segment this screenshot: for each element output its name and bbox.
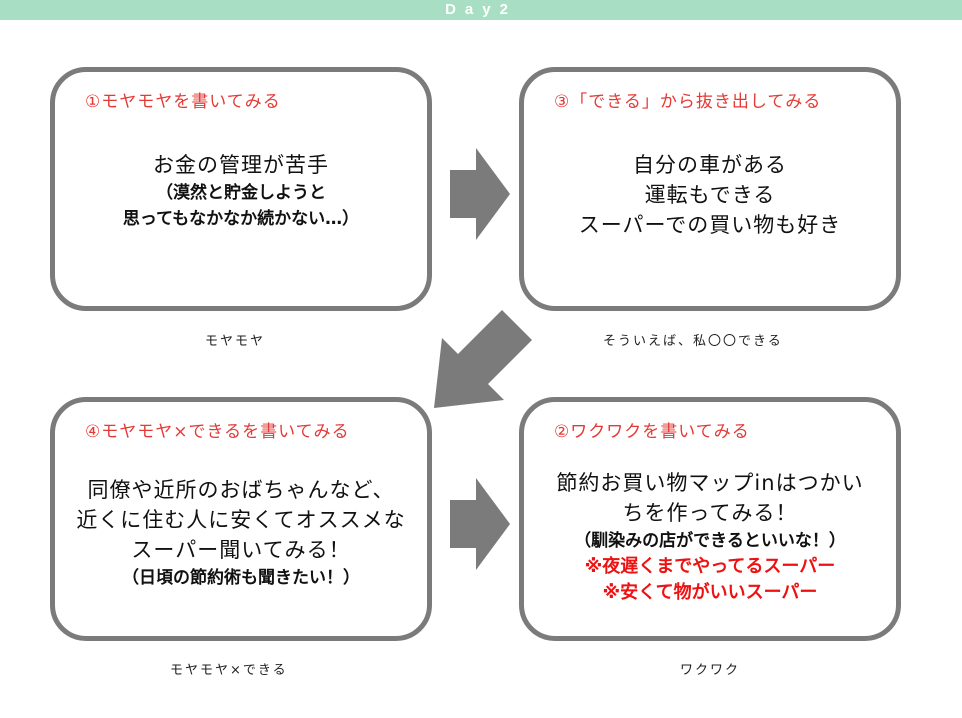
combine-box: ④モヤモヤ×できるを書いてみる 同僚や近所のおばちゃんなど、 近くに住む人に安く… — [50, 397, 432, 641]
down-left-arrow-icon — [434, 310, 532, 408]
moyamoya-title: ①モヤモヤを書いてみる — [85, 92, 281, 112]
moyamoya-body: お金の管理が苦手 （漠然と貯金しようと 思ってもなかなか続かない…） — [55, 150, 427, 232]
dekiru-line2: 運転もできる — [644, 183, 776, 207]
header-bar: Day2 — [0, 0, 962, 20]
moyamoya-note2: 思ってもなかなか続かない…） — [122, 209, 360, 229]
dekiru-box: ③「できる」から抜き出してみる 自分の車がある 運転もできる スーパーでの買い物… — [519, 67, 901, 311]
dekiru-title: ③「できる」から抜き出してみる — [554, 92, 822, 112]
combine-note1: （日頃の節約術も聞きたい！） — [122, 568, 360, 588]
combine-title: ④モヤモヤ×できるを書いてみる — [85, 422, 350, 442]
moyamoya-box: ①モヤモヤを書いてみる お金の管理が苦手 （漠然と貯金しようと 思ってもなかなか… — [50, 67, 432, 311]
wakuwaku-note1: （馴染みの店ができるといいな！） — [574, 531, 846, 551]
combine-body: 同僚や近所のおばちゃんなど、 近くに住む人に安くてオススメな スーパー聞いてみる… — [55, 475, 427, 591]
moyamoya-line1: お金の管理が苦手 — [153, 153, 329, 177]
combine-caption: モヤモヤ×できる — [170, 663, 288, 678]
dekiru-caption: そういえば、私〇〇できる — [603, 334, 783, 349]
combine-line3: スーパー聞いてみる！ — [131, 538, 351, 562]
dekiru-body: 自分の車がある 運転もできる スーパーでの買い物も好き — [524, 150, 896, 240]
moyamoya-caption: モヤモヤ — [205, 334, 266, 349]
combine-line2: 近くに住む人に安くてオススメな — [76, 508, 406, 532]
dekiru-line1: 自分の車がある — [633, 153, 787, 177]
moyamoya-note1: （漠然と貯金しようと — [156, 183, 326, 203]
right-arrow-icon-bottom — [450, 478, 510, 570]
right-arrow-icon-top — [450, 148, 510, 240]
wakuwaku-red2: ※安くて物がいいスーパー — [602, 582, 818, 603]
wakuwaku-box: ②ワクワクを書いてみる 節約お買い物マップinはつかい ちを作ってみる！ （馴染… — [519, 397, 901, 641]
wakuwaku-red1: ※夜遅くまでやってるスーパー — [584, 556, 836, 577]
combine-line1: 同僚や近所のおばちゃんなど、 — [87, 478, 395, 502]
dekiru-line3: スーパーでの買い物も好き — [578, 213, 842, 237]
wakuwaku-caption: ワクワク — [680, 663, 741, 678]
header-title: Day2 — [445, 1, 517, 18]
wakuwaku-body: 節約お買い物マップinはつかい ちを作ってみる！ （馴染みの店ができるといいな！… — [524, 468, 896, 606]
wakuwaku-line1: 節約お買い物マップinはつかい — [556, 471, 864, 495]
wakuwaku-title: ②ワクワクを書いてみる — [554, 422, 750, 442]
wakuwaku-line2: ちを作ってみる！ — [622, 501, 798, 525]
